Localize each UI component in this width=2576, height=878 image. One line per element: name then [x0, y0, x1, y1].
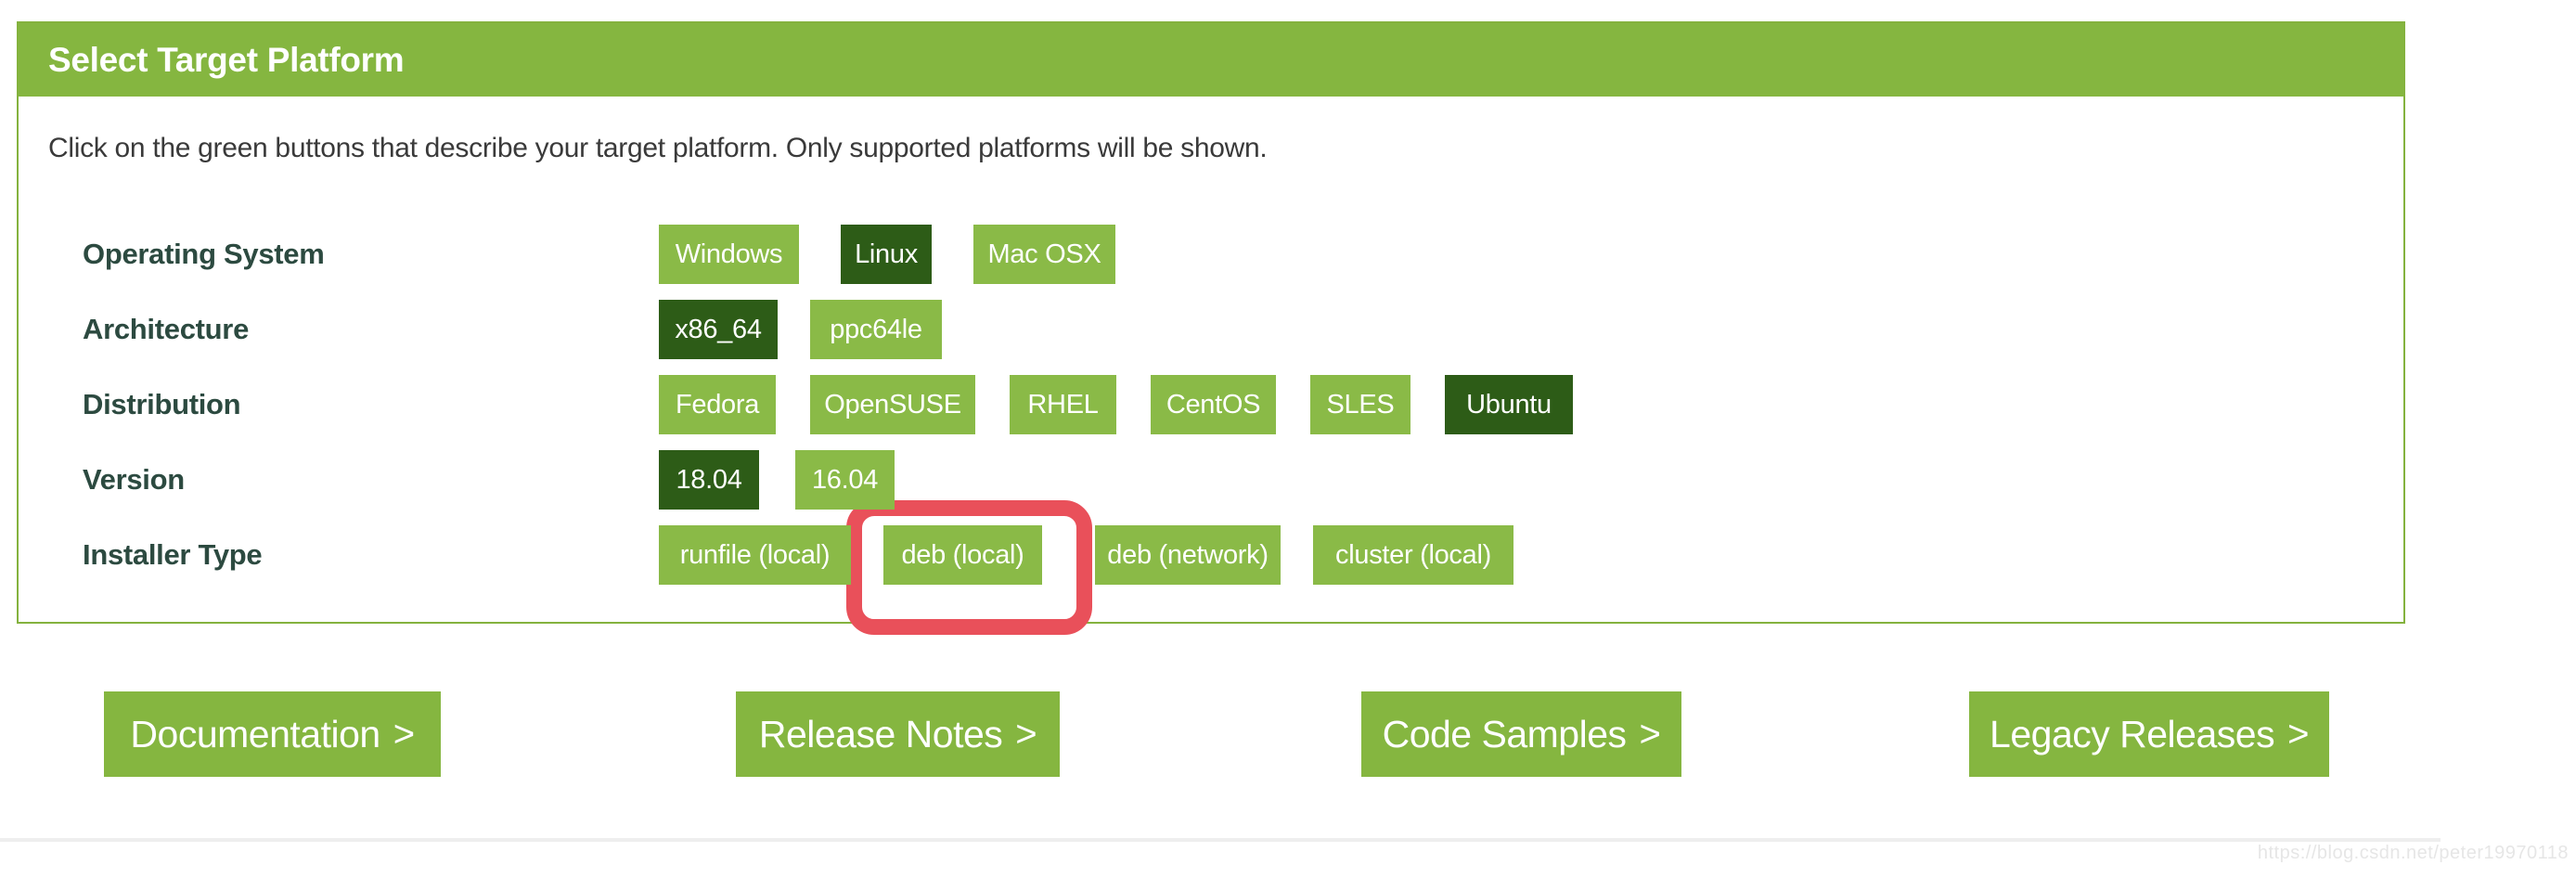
row-label-architecture: Architecture: [83, 313, 250, 345]
version-option-16-04[interactable]: 16.04: [795, 450, 895, 510]
legacy-releases-button-label: Legacy Releases: [1990, 712, 2275, 755]
divider: [0, 838, 2441, 842]
row-buttons-version: 18.04 16.04: [659, 450, 895, 510]
documentation-button-label: Documentation: [130, 712, 380, 755]
row-architecture: Architecture x86_64 ppc64le: [19, 300, 2403, 359]
chevron-right-icon: >: [1639, 713, 1661, 755]
installer-option-cluster-local[interactable]: cluster (local): [1313, 525, 1513, 585]
row-operating-system: Operating System Windows Linux Mac OSX: [19, 225, 2403, 284]
release-notes-button-label: Release Notes: [758, 712, 1003, 755]
distro-option-centos[interactable]: CentOS: [1151, 375, 1276, 434]
row-installer-type: Installer Type runfile (local) deb (loca…: [19, 525, 2403, 585]
row-label-version: Version: [83, 463, 185, 496]
legacy-releases-button[interactable]: Legacy Releases >: [1969, 691, 2329, 777]
chevron-right-icon: >: [1015, 713, 1037, 755]
os-option-windows[interactable]: Windows: [659, 225, 799, 284]
arch-option-ppc64le[interactable]: ppc64le: [810, 300, 942, 359]
release-notes-button[interactable]: Release Notes >: [736, 691, 1060, 777]
panel-title: Select Target Platform: [48, 40, 405, 79]
select-target-platform-panel: Select Target Platform Click on the gree…: [17, 21, 2405, 624]
distro-option-sles[interactable]: SLES: [1310, 375, 1410, 434]
os-option-mac-osx[interactable]: Mac OSX: [973, 225, 1115, 284]
row-label-installer-type: Installer Type: [83, 538, 263, 571]
row-buttons-distribution: Fedora OpenSUSE RHEL CentOS SLES Ubuntu: [659, 375, 1573, 434]
row-buttons-installer-type: runfile (local) deb (local) deb (network…: [659, 525, 1513, 585]
row-buttons-architecture: x86_64 ppc64le: [659, 300, 942, 359]
distro-option-fedora[interactable]: Fedora: [659, 375, 776, 434]
row-label-distribution: Distribution: [83, 388, 241, 420]
distro-option-rhel[interactable]: RHEL: [1010, 375, 1116, 434]
code-samples-button[interactable]: Code Samples >: [1361, 691, 1681, 777]
watermark: https://blog.csdn.net/peter19970118: [2257, 843, 2569, 863]
row-label-operating-system: Operating System: [83, 238, 325, 270]
platform-selector-rows: Operating System Windows Linux Mac OSX A…: [19, 225, 2403, 600]
installer-option-runfile-local[interactable]: runfile (local): [659, 525, 851, 585]
row-distribution: Distribution Fedora OpenSUSE RHEL CentOS…: [19, 375, 2403, 434]
row-buttons-operating-system: Windows Linux Mac OSX: [659, 225, 1115, 284]
chevron-right-icon: >: [2287, 713, 2309, 755]
panel-header: Select Target Platform: [19, 23, 2403, 97]
os-option-linux[interactable]: Linux: [841, 225, 932, 284]
row-version: Version 18.04 16.04: [19, 450, 2403, 510]
documentation-button[interactable]: Documentation >: [104, 691, 441, 777]
chevron-right-icon: >: [393, 713, 415, 755]
instruction-text: Click on the green buttons that describe…: [48, 133, 1268, 163]
installer-option-deb-network[interactable]: deb (network): [1095, 525, 1281, 585]
distro-option-ubuntu[interactable]: Ubuntu: [1445, 375, 1573, 434]
version-option-18-04[interactable]: 18.04: [659, 450, 759, 510]
code-samples-button-label: Code Samples: [1382, 712, 1627, 755]
installer-option-deb-local[interactable]: deb (local): [883, 525, 1042, 585]
arch-option-x86-64[interactable]: x86_64: [659, 300, 778, 359]
distro-option-opensuse[interactable]: OpenSUSE: [810, 375, 975, 434]
